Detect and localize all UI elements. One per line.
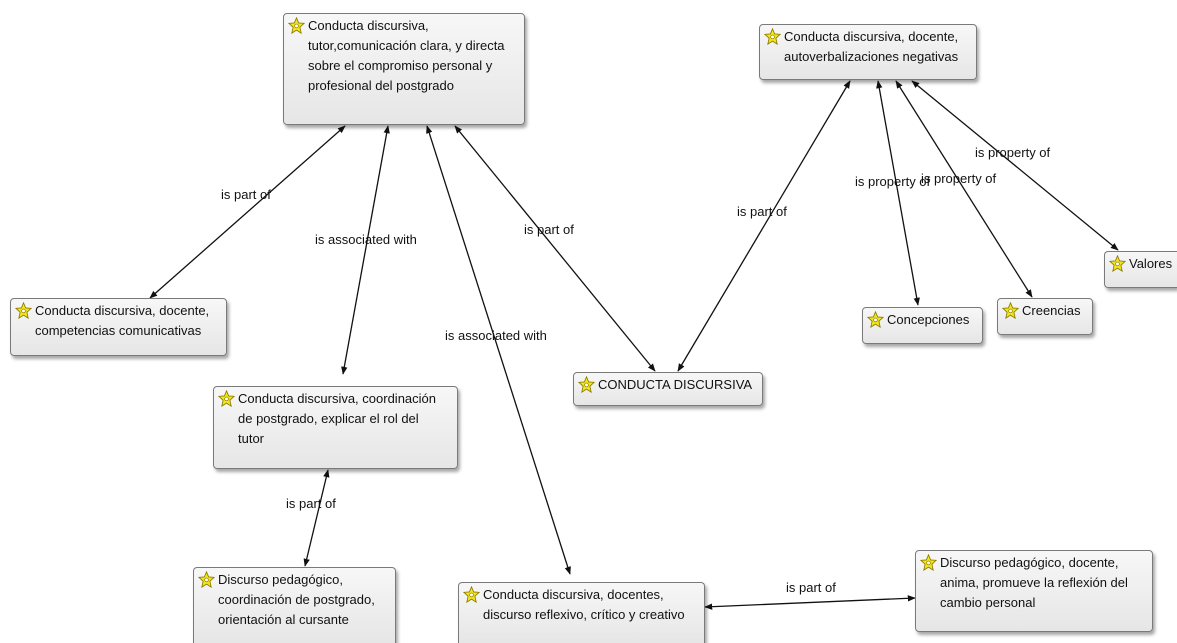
edge-n4-n1[interactable] [341, 125, 390, 375]
edge-label: is associated with [445, 328, 547, 343]
node-competencias[interactable]: Conducta discursiva, docente, competenci… [10, 298, 227, 356]
edge-n8-n2[interactable] [911, 80, 1119, 251]
edge-n6-n2[interactable] [876, 80, 920, 306]
node-label: Discurso pedagógico, coordinación de pos… [218, 572, 375, 627]
network-node-icon [463, 586, 480, 603]
node-label: Conducta discursiva, tutor,comunicación … [308, 18, 505, 93]
edge-label: is property of [921, 171, 997, 186]
edge-n10-n11[interactable] [704, 595, 916, 610]
node-valores[interactable]: Valores [1104, 251, 1177, 288]
edge-label: is part of [786, 580, 836, 595]
node-label: Valores [1129, 256, 1173, 271]
node-orientacion-cursante[interactable]: Discurso pedagógico, coordinación de pos… [193, 567, 396, 643]
node-creencias[interactable]: Creencias [997, 298, 1093, 335]
edge-label: is property of [975, 145, 1051, 160]
network-node-icon [578, 376, 595, 393]
node-discurso-reflexivo[interactable]: Conducta discursiva, docentes, discurso … [458, 582, 705, 643]
network-node-icon [218, 390, 235, 407]
node-label: Discurso pedagógico, docente, anima, pro… [940, 555, 1128, 610]
network-node-icon [1109, 255, 1126, 272]
node-label: Conducta discursiva, docente, competenci… [35, 303, 210, 338]
node-reflexion-cambio[interactable]: Discurso pedagógico, docente, anima, pro… [915, 550, 1153, 632]
node-label: Conducta discursiva, coordinación de pos… [238, 391, 436, 446]
network-node-icon [764, 28, 781, 45]
edge-n3-n1[interactable] [149, 125, 346, 299]
edge-label: is property of [855, 174, 931, 189]
node-label: Concepciones [887, 312, 970, 327]
edge-n9-n4[interactable] [303, 469, 330, 567]
edge-label: is part of [286, 496, 336, 511]
node-concepciones[interactable]: Concepciones [862, 307, 983, 344]
edge-n7-n2[interactable] [895, 80, 1033, 298]
node-autoverbalizaciones[interactable]: Conducta discursiva, docente, autoverbal… [759, 24, 977, 80]
network-node-icon [920, 554, 937, 571]
network-node-icon [1002, 302, 1019, 319]
network-node-icon [15, 302, 32, 319]
node-label: CONDUCTA DISCURSIVA [598, 377, 753, 392]
node-label: Creencias [1022, 303, 1081, 318]
node-conducta-tutor[interactable]: Conducta discursiva, tutor,comunicación … [283, 13, 525, 125]
node-coordinacion-rol[interactable]: Conducta discursiva, coordinación de pos… [213, 386, 458, 469]
edge-n5-n2[interactable] [677, 80, 851, 372]
edge-n5-n1[interactable] [454, 125, 656, 372]
network-node-icon [867, 311, 884, 328]
node-conducta-discursiva[interactable]: CONDUCTA DISCURSIVA [573, 372, 763, 406]
node-label: Conducta discursiva, docente, autoverbal… [784, 29, 959, 64]
network-node-icon [288, 17, 305, 34]
edge-label: is part of [221, 187, 271, 202]
node-label: Conducta discursiva, docentes, discurso … [483, 587, 685, 622]
network-node-icon [198, 571, 215, 588]
edge-label: is associated with [315, 232, 417, 247]
edge-n10-n1[interactable] [426, 125, 571, 575]
edge-label: is part of [524, 222, 574, 237]
edge-label: is part of [737, 204, 787, 219]
